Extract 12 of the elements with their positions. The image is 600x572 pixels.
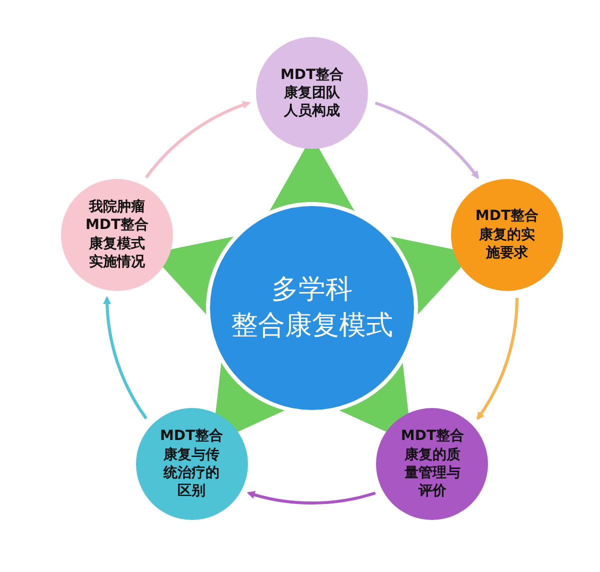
topic-text: MDT整合康复的实施要求 xyxy=(474,207,540,262)
topic-text: MDT整合康复团队人员构成 xyxy=(279,66,345,120)
topic-text: MDT整合康复与传统治疗的区别 xyxy=(158,427,224,500)
arrow xyxy=(476,298,518,420)
arrow xyxy=(103,296,148,420)
topic-text: MDT整合康复的质量管理与评价 xyxy=(400,427,466,500)
topic-text: 我院肿瘤MDT整合康复模式实施情况 xyxy=(84,198,150,272)
arrow xyxy=(145,102,251,178)
center-title: 多学科 xyxy=(272,272,352,307)
center-title: 整合康复模式 xyxy=(231,309,393,343)
arrow xyxy=(246,490,376,504)
arrow xyxy=(374,102,480,180)
